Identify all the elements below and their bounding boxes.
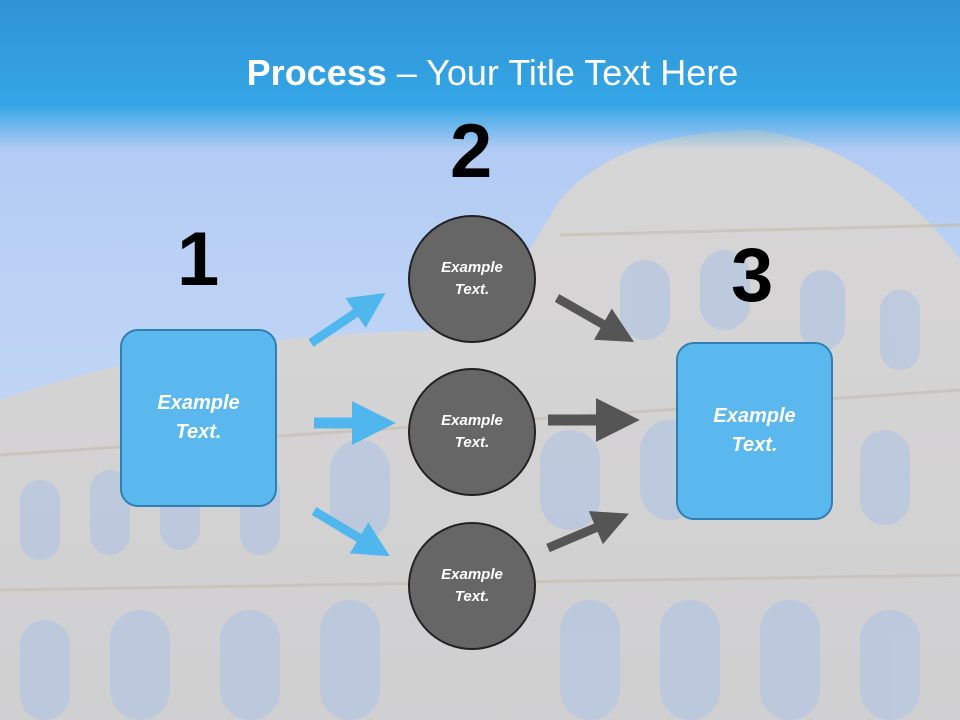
arrow-top-to-right	[554, 294, 635, 343]
slide-title: Process – Your Title Text Here	[0, 52, 960, 94]
left-box-line2: Text.	[175, 421, 222, 443]
right-box-line2: Text.	[731, 434, 778, 456]
title-rest: – Your Title Text Here	[386, 52, 739, 93]
title-bold: Process	[246, 52, 387, 93]
arrow-left-to-top	[308, 292, 386, 347]
circle-bottom-line2: Text.	[454, 588, 490, 605]
circle-bottom-line1: Example	[441, 565, 503, 583]
right-box-line1: Example	[713, 405, 796, 427]
arrow-bottom-to-right	[546, 511, 629, 553]
process-circle-middle: Example Text.	[408, 368, 536, 496]
step-number-1: 1	[177, 217, 220, 302]
left-box-line1: Example	[157, 392, 240, 414]
process-circle-top: Example Text.	[408, 215, 536, 343]
title-bar	[0, 0, 960, 150]
circle-middle-line1: Example	[441, 411, 503, 429]
circle-top-line2: Text.	[454, 281, 490, 298]
process-circle-bottom: Example Text.	[408, 522, 536, 650]
circle-top-line1: Example	[441, 258, 503, 276]
step-number-3: 3	[731, 233, 774, 318]
step-number-2: 2	[450, 109, 493, 194]
right-box: Example Text.	[676, 342, 833, 520]
left-box: Example Text.	[120, 329, 277, 507]
circle-middle-line2: Text.	[454, 434, 490, 451]
arrow-left-to-bottom	[311, 507, 390, 557]
